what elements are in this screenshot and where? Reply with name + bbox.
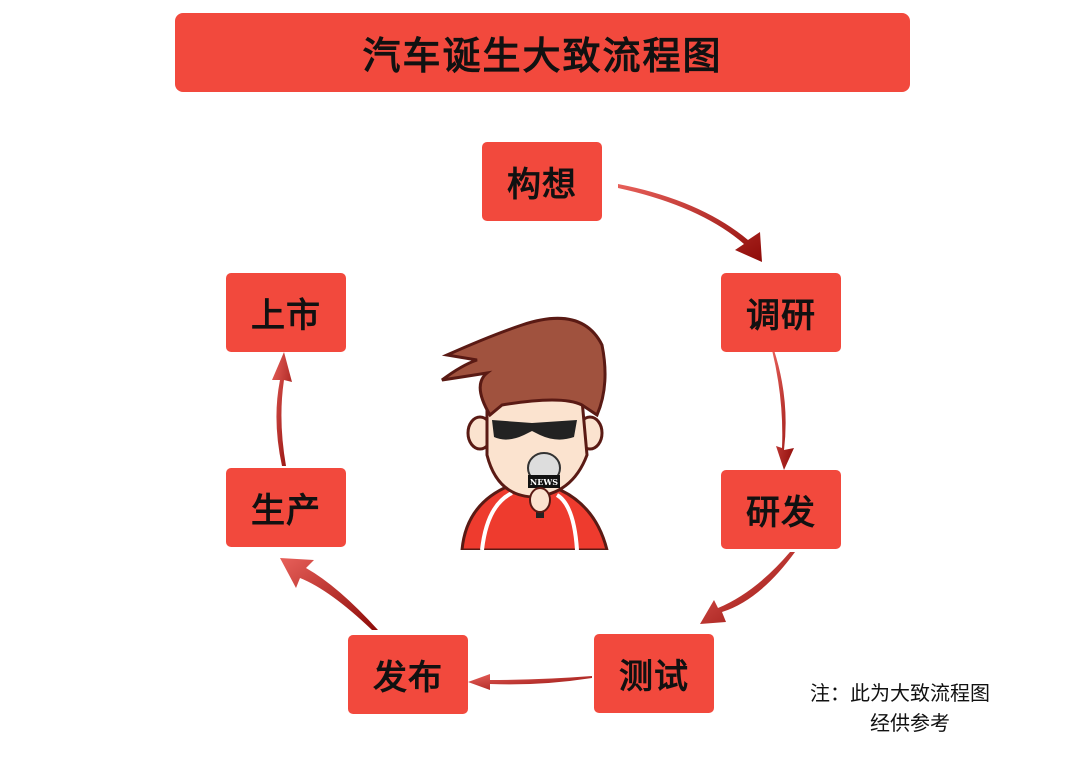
step-testing: 测试 bbox=[594, 634, 714, 713]
step-concept: 构想 bbox=[482, 142, 602, 221]
arrow-1 bbox=[618, 184, 762, 262]
step-production: 生产 bbox=[226, 468, 346, 547]
footnote-line-2: 经供参考 bbox=[870, 711, 950, 735]
arrow-4 bbox=[468, 674, 592, 690]
footnote-line-1: 注：此为大致流程图 bbox=[810, 681, 990, 705]
mascot-illustration: NEWS bbox=[441, 316, 609, 550]
step-market: 上市 bbox=[226, 273, 346, 352]
arrow-6 bbox=[272, 352, 292, 466]
mic-label: NEWS bbox=[530, 477, 558, 487]
footnote: 注：此为大致流程图 经供参考 bbox=[810, 678, 990, 738]
arrow-5 bbox=[280, 558, 378, 630]
step-development: 研发 bbox=[721, 470, 841, 549]
step-launch: 发布 bbox=[348, 635, 468, 714]
arrow-2 bbox=[772, 350, 794, 470]
arrow-3 bbox=[700, 552, 795, 624]
step-research: 调研 bbox=[721, 273, 841, 352]
diagram-title: 汽车诞生大致流程图 bbox=[175, 13, 910, 92]
